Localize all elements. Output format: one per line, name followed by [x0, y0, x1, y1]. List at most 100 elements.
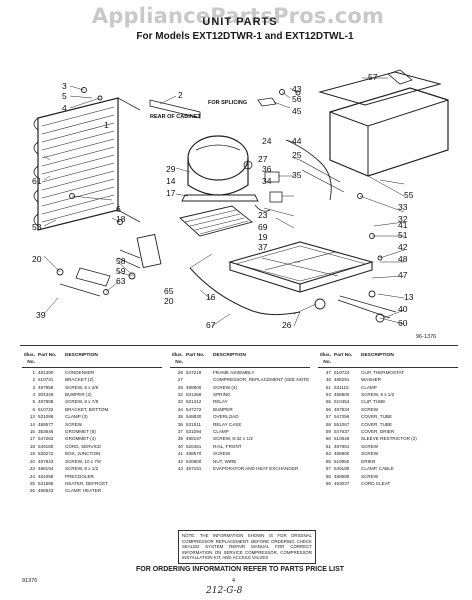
- callout: 59: [116, 266, 126, 276]
- parts-cell-desc: CLAMP, HEATER: [65, 488, 102, 494]
- parts-cell-desc: COVER, TUBE: [361, 421, 393, 427]
- callout: 39: [36, 310, 46, 320]
- parts-cell-part: 481390: [38, 369, 54, 375]
- parts-cell-no: 68: [325, 473, 331, 479]
- parts-cell-part: 520461: [186, 443, 202, 449]
- parts-cell-part: 510950: [334, 458, 350, 464]
- callout: 20: [32, 254, 42, 264]
- parts-cell-part: 531115: [334, 384, 349, 390]
- callout: 37: [258, 242, 268, 252]
- compressor: [181, 135, 259, 202]
- defrost-heater: [179, 205, 253, 237]
- callout: 58: [116, 256, 126, 266]
- callout: 47: [398, 270, 408, 280]
- parts-cell-part: 487958: [38, 384, 54, 390]
- callout: 44: [292, 136, 302, 146]
- parts-cell-desc: DRIER: [361, 458, 376, 464]
- parts-cell-part: 551067: [334, 421, 350, 427]
- parts-cell-desc: RELAY CASE: [213, 421, 242, 427]
- callout: 6: [116, 204, 121, 214]
- callout: 61: [32, 176, 42, 186]
- ordering-footer: FOR ORDERING INFORMATION REFER TO PARTS …: [135, 566, 345, 573]
- callout: 34: [262, 176, 272, 186]
- parts-cell-desc: RELAY: [213, 399, 228, 405]
- callout: 51: [398, 230, 408, 240]
- parts-cell-part: 548830: [186, 414, 202, 420]
- parts-cell-part: 510646: [334, 436, 350, 442]
- parts-cell-part: 531511: [186, 421, 201, 427]
- parts-cell-no: 24: [29, 473, 35, 479]
- parts-cell-part: 531312: [186, 399, 202, 405]
- condenser-coil: [33, 97, 141, 231]
- parts-cell-desc: GROMMET (4): [65, 436, 96, 442]
- parts-cell-part: 547263: [38, 436, 54, 442]
- parts-cell-desc: SCREW, 8 x 7/8: [65, 399, 99, 405]
- compressor-note: NOTE: THE INFORMATION SHOWN IS FOR ORIGI…: [178, 530, 316, 564]
- parts-cell-desc: HEATER, DEFROST: [65, 480, 108, 486]
- parts-cell-part: 531094: [186, 429, 202, 435]
- parts-cell-part: [186, 376, 213, 383]
- parts-cell-desc: SPRING: [213, 392, 231, 398]
- parts-cell-no: 39: [177, 436, 183, 442]
- handwritten-page-code: 212-G-8: [206, 586, 243, 596]
- parts-cell-no: 60: [325, 436, 331, 442]
- callout: 48: [398, 254, 408, 264]
- model-subtitle: For Models EXT12DTWR-1 and EXT12DTWL-1: [136, 31, 354, 42]
- parts-cell-desc: BUMPER (2): [65, 392, 92, 398]
- parts-cell-desc: CLAMP: [361, 384, 377, 390]
- parts-cell-desc: FRAME ASSEMBLY: [213, 369, 255, 375]
- parts-cell-no: 13: [29, 414, 35, 420]
- parts-cell-desc: EVAPORATOR AND HEAT EXCHANGER: [213, 466, 299, 472]
- callout: 13: [404, 292, 414, 302]
- parts-cell-no: 17: [29, 436, 35, 442]
- parts-cell-no: 2: [32, 377, 35, 383]
- parts-cell-part: 549185: [334, 466, 350, 472]
- parts-cell-desc: SCREW, 8 x 3/8: [65, 384, 99, 390]
- callout: 5: [62, 91, 67, 101]
- callout: 63: [116, 276, 126, 286]
- parts-cell-part: 547256: [334, 414, 350, 420]
- callout-numbers: 3 5 4 2 1 61 53 6 18 20 58 59 63 39 29 1…: [32, 72, 414, 330]
- parts-cell-desc: SCREW: [361, 451, 379, 457]
- parts-cell-desc: WASHER: [361, 377, 381, 383]
- callout: 25: [292, 150, 302, 160]
- parts-cell-no: 5: [32, 399, 35, 405]
- callout: 23: [258, 210, 268, 220]
- callout: 41: [398, 220, 408, 230]
- parts-header: Illus. No. Part No. DESCRIPTION: [170, 352, 310, 368]
- parts-cell-desc: SCREW, 8 x 1/2: [65, 466, 99, 472]
- parts-cell-desc: RAIL, FRONT: [213, 443, 242, 449]
- parts-header: Illus. No. Part No. DESCRIPTION: [318, 352, 458, 368]
- parts-cell-desc: SCREW: [361, 443, 379, 449]
- parts-cell-desc: SCREW: [213, 451, 231, 457]
- parts-cell-part: 488197: [186, 436, 202, 442]
- parts-cell-no: 58: [325, 421, 331, 427]
- parts-cell-no: 56: [325, 406, 331, 412]
- parts-cell-desc: CLAMP, CABLE: [361, 466, 394, 472]
- callout: 32: [398, 214, 408, 224]
- parts-cell-desc: SCREW: [65, 421, 83, 427]
- diagram-ref-code: 96-1376: [416, 334, 437, 340]
- parts-cell-part: 488800: [334, 392, 350, 398]
- callout: 45: [292, 106, 302, 116]
